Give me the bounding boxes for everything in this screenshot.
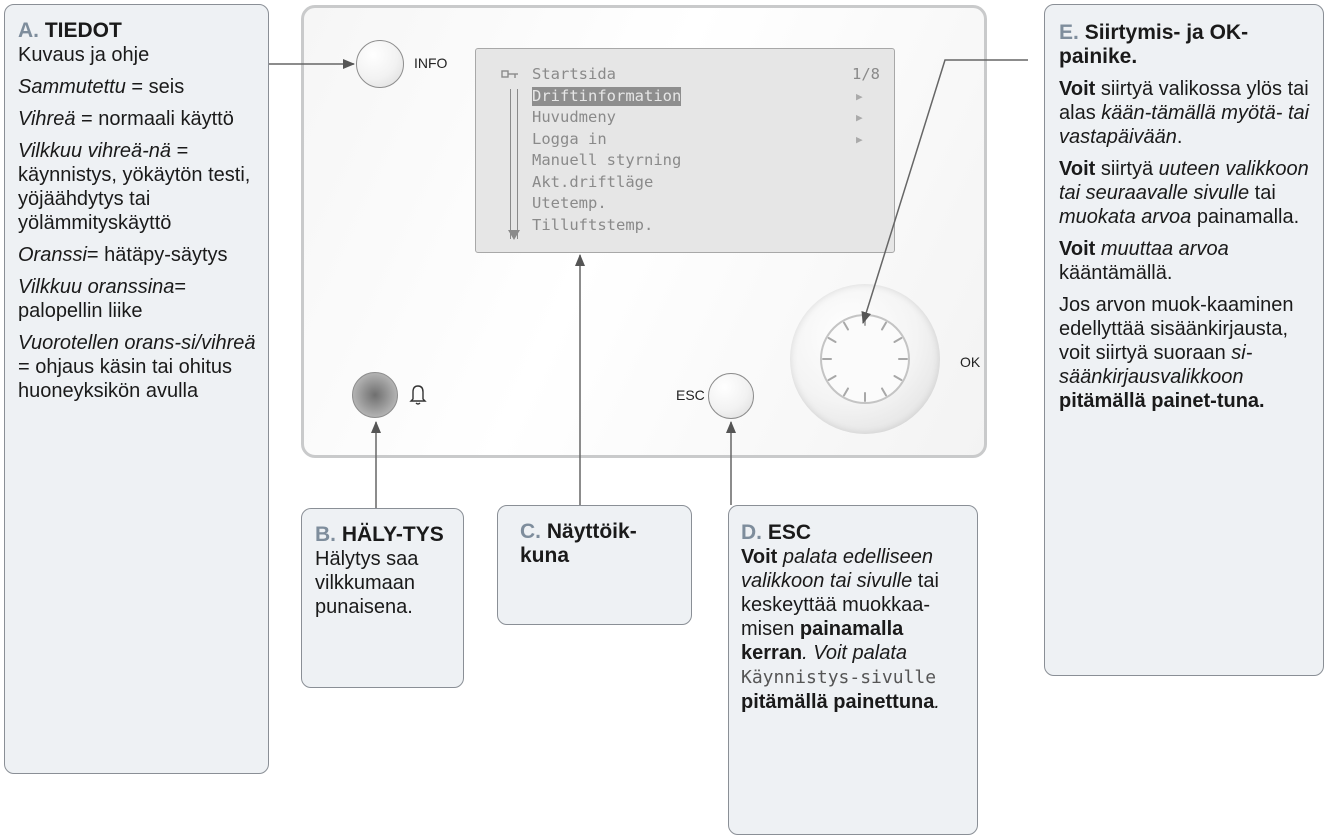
status-blinking-green: Vilkkuu vihreä-nä = käynnistys, yökäytön… xyxy=(18,140,251,234)
callout-b-alarm: B. HÄLY-TYS Hälytys saa vilkkumaan punai… xyxy=(301,508,464,688)
callout-e-p3: Voit muuttaa arvoa kääntämällä. xyxy=(1059,238,1229,284)
status-off: Sammutettu = seis xyxy=(18,76,185,98)
knob-notch xyxy=(827,375,837,381)
callout-b-title: B. HÄLY-TYS xyxy=(315,523,444,546)
submenu-arrow-icon: ▶ xyxy=(856,111,863,124)
callout-d-esc: D. ESC Voit palata edelliseen valikkoon … xyxy=(728,505,978,835)
callout-e-title: E. Siirtymis- ja OK-painike. xyxy=(1059,21,1249,68)
scrollbar[interactable] xyxy=(510,89,518,239)
callout-d-title: D. ESC xyxy=(741,521,812,544)
menu-item-label: Startsida xyxy=(532,65,616,83)
callout-e-navigation: E. Siirtymis- ja OK-painike. Voit siirty… xyxy=(1044,4,1324,676)
knob-notch xyxy=(881,321,887,331)
menu-item[interactable]: Logga in ▶ xyxy=(476,130,894,149)
arrow-e xyxy=(861,59,1028,324)
info-label: INFO xyxy=(414,55,448,71)
status-alternating: Vuorotellen orans-si/vihreä = ohjaus käs… xyxy=(18,332,256,402)
menu-item-label: Akt.driftläge xyxy=(532,172,654,191)
callout-d-body: Voit palata edelliseen valikkoon tai siv… xyxy=(741,546,940,713)
menu-item[interactable]: Manuell styrning xyxy=(476,151,894,170)
callout-a-title: A. TIEDOT xyxy=(18,19,122,42)
status-blinking-orange: Vilkkuu oranssina= palopellin liike xyxy=(18,276,187,322)
ok-label: OK xyxy=(960,354,981,370)
menu-item-label: Driftinformation xyxy=(532,86,682,106)
knob-notch xyxy=(827,337,837,343)
callout-e-p2: Voit siirtyä uuteen valikkoon tai seuraa… xyxy=(1059,158,1309,228)
esc-label: ESC xyxy=(676,387,705,403)
submenu-arrow-icon: ▶ xyxy=(856,132,863,146)
screen-header-row: Startsida 1/8 xyxy=(476,65,894,84)
callout-e-p4: Jos arvon muok-kaaminen edellyttää sisää… xyxy=(1059,294,1294,412)
callout-a-subtitle: Kuvaus ja ohje xyxy=(18,44,150,66)
info-button[interactable] xyxy=(356,40,404,88)
menu-item-label: Huvudmeny xyxy=(532,108,616,126)
callout-a-info: A. TIEDOT Kuvaus ja ohje Sammutettu = se… xyxy=(4,4,269,774)
callout-c-display: C. Näyttöik-kuna xyxy=(497,505,692,625)
callout-e-p1: Voit siirtyä valikossa ylös tai alas kää… xyxy=(1059,78,1310,148)
knob-notch xyxy=(843,387,849,397)
menu-item[interactable]: Huvudmeny ▶ xyxy=(476,108,894,127)
esc-button[interactable] xyxy=(708,373,754,419)
menu-item-label: Logga in xyxy=(532,129,607,148)
menu-item[interactable]: Utetemp. xyxy=(476,194,894,213)
submenu-arrow-icon: ▶ xyxy=(856,89,863,103)
alarm-led xyxy=(352,372,398,418)
menu-item[interactable]: Driftinformation ▶ xyxy=(476,86,894,106)
scroll-down-icon[interactable] xyxy=(508,229,520,241)
menu-item[interactable]: Tilluftstemp. xyxy=(476,216,894,235)
key-icon xyxy=(501,70,518,78)
knob-notch xyxy=(893,337,903,343)
menu-item[interactable]: Akt.driftläge xyxy=(476,173,894,192)
callout-b-body: Hälytys saa vilkkumaan punaisena. xyxy=(315,548,419,618)
knob-notch xyxy=(843,321,849,331)
knob-grip[interactable] xyxy=(810,304,920,414)
callout-c-title: C. Näyttöik-kuna xyxy=(520,520,637,567)
status-green: Vihreä = normaali käyttö xyxy=(18,108,234,130)
knob-notch xyxy=(881,387,887,397)
page-indicator: 1/8 xyxy=(852,65,880,83)
status-orange: Oranssi= hätäpy-säytys xyxy=(18,244,228,266)
knob-notch xyxy=(893,375,903,381)
menu-item-label: Utetemp. xyxy=(532,194,607,212)
menu-item-label: Manuell styrning xyxy=(532,151,682,169)
bell-icon xyxy=(409,385,427,405)
menu-item-label: Tilluftstemp. xyxy=(532,215,654,234)
